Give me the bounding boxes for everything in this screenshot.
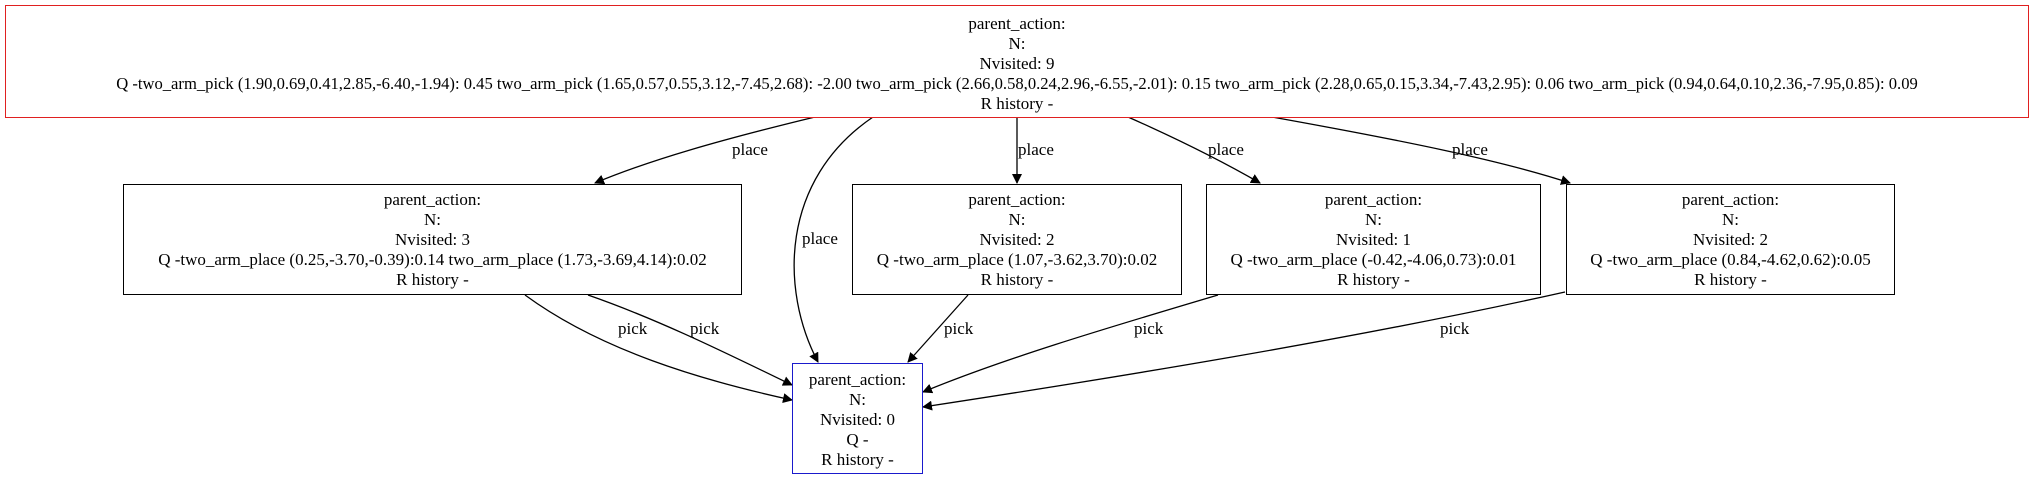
child-1-q-values: Q -two_arm_place (0.25,-3.70,-0.39):0.14… [158, 250, 707, 269]
edge-label-pick-5: pick [1440, 319, 1470, 338]
child-2-r-history: R history - [980, 270, 1054, 289]
edge-child-2-to-leaf [907, 294, 969, 363]
child-4-parent-action: parent_action: [1681, 190, 1780, 209]
child-3-parent-action: parent_action: [1324, 190, 1423, 209]
edge-label-place-5: place [1452, 140, 1488, 159]
child-2-nvisited: Nvisited: 2 [979, 230, 1055, 249]
child-2-parent-action: parent_action: [968, 190, 1066, 209]
root-node: parent_action: N: Nvisited: 9 Q -two_arm… [5, 5, 2029, 118]
edge-label-place-3: place [1018, 140, 1054, 159]
edge-label-place-2: place [802, 229, 838, 248]
child-node-1: parent_action: N: Nvisited: 3 Q -two_arm… [123, 184, 742, 295]
child-3-n: N: [1365, 210, 1382, 229]
child-2-n: N: [1008, 210, 1026, 229]
edge-root-to-child-4 [1271, 116, 1571, 185]
child-3-nvisited: Nvisited: 1 [1335, 230, 1412, 249]
child-1-parent-action: parent_action: [383, 190, 482, 209]
leaf-r-history: R history - [821, 450, 894, 469]
edge-label-pick-1: pick [618, 319, 648, 338]
edge-child-3-to-leaf [922, 294, 1219, 394]
leaf-node: parent_action: N: Nvisited: 0 Q - R hist… [792, 363, 923, 474]
child-1-r-history: R history - [396, 270, 469, 289]
child-1-n: N: [424, 210, 441, 229]
edge-label-pick-4: pick [1134, 319, 1164, 338]
leaf-nvisited: Nvisited: 0 [819, 410, 896, 429]
child-4-r-history: R history - [1694, 270, 1767, 289]
child-3-q-values: Q -two_arm_place (-0.42,-4.06,0.73):0.01 [1230, 250, 1517, 269]
edge-label-pick-3: pick [944, 319, 974, 338]
edge-root-to-child-1 [594, 116, 816, 185]
child-4-q-values: Q -two_arm_place (0.84,-4.62,0.62):0.05 [1590, 250, 1871, 269]
child-1-nvisited: Nvisited: 3 [394, 230, 471, 249]
edge-label-place-4: place [1208, 140, 1244, 159]
root-r-history: R history - [980, 94, 1054, 113]
child-node-3: parent_action: N: Nvisited: 1 Q -two_arm… [1206, 184, 1541, 295]
root-q-values: Q -two_arm_pick (1.90,0.69,0.41,2.85,-6.… [116, 74, 1918, 93]
edge-child-1-to-leaf-a [524, 294, 793, 403]
edge-label-place-1: place [732, 140, 768, 159]
root-n: N: [1008, 34, 1026, 53]
child-node-4: parent_action: N: Nvisited: 2 Q -two_arm… [1566, 184, 1895, 295]
child-2-q-values: Q -two_arm_place (1.07,-3.62,3.70):0.02 [876, 250, 1158, 269]
edge-label-pick-2: pick [690, 319, 720, 338]
root-parent-action: parent_action: [968, 14, 1066, 33]
leaf-n: N: [849, 390, 866, 409]
edge-root-to-child-3 [1127, 116, 1261, 184]
leaf-parent-action: parent_action: [808, 370, 907, 389]
edge-child-4-to-leaf [922, 291, 1566, 411]
child-3-r-history: R history - [1337, 270, 1410, 289]
child-4-n: N: [1722, 210, 1739, 229]
child-node-2: parent_action: N: Nvisited: 2 Q -two_arm… [852, 184, 1182, 295]
root-nvisited: Nvisited: 9 [979, 54, 1055, 73]
edge-root-to-leaf [793, 116, 874, 363]
child-4-nvisited: Nvisited: 2 [1692, 230, 1769, 249]
leaf-q-values: Q - [846, 430, 869, 449]
edge-child-1-to-leaf-b [587, 294, 793, 386]
